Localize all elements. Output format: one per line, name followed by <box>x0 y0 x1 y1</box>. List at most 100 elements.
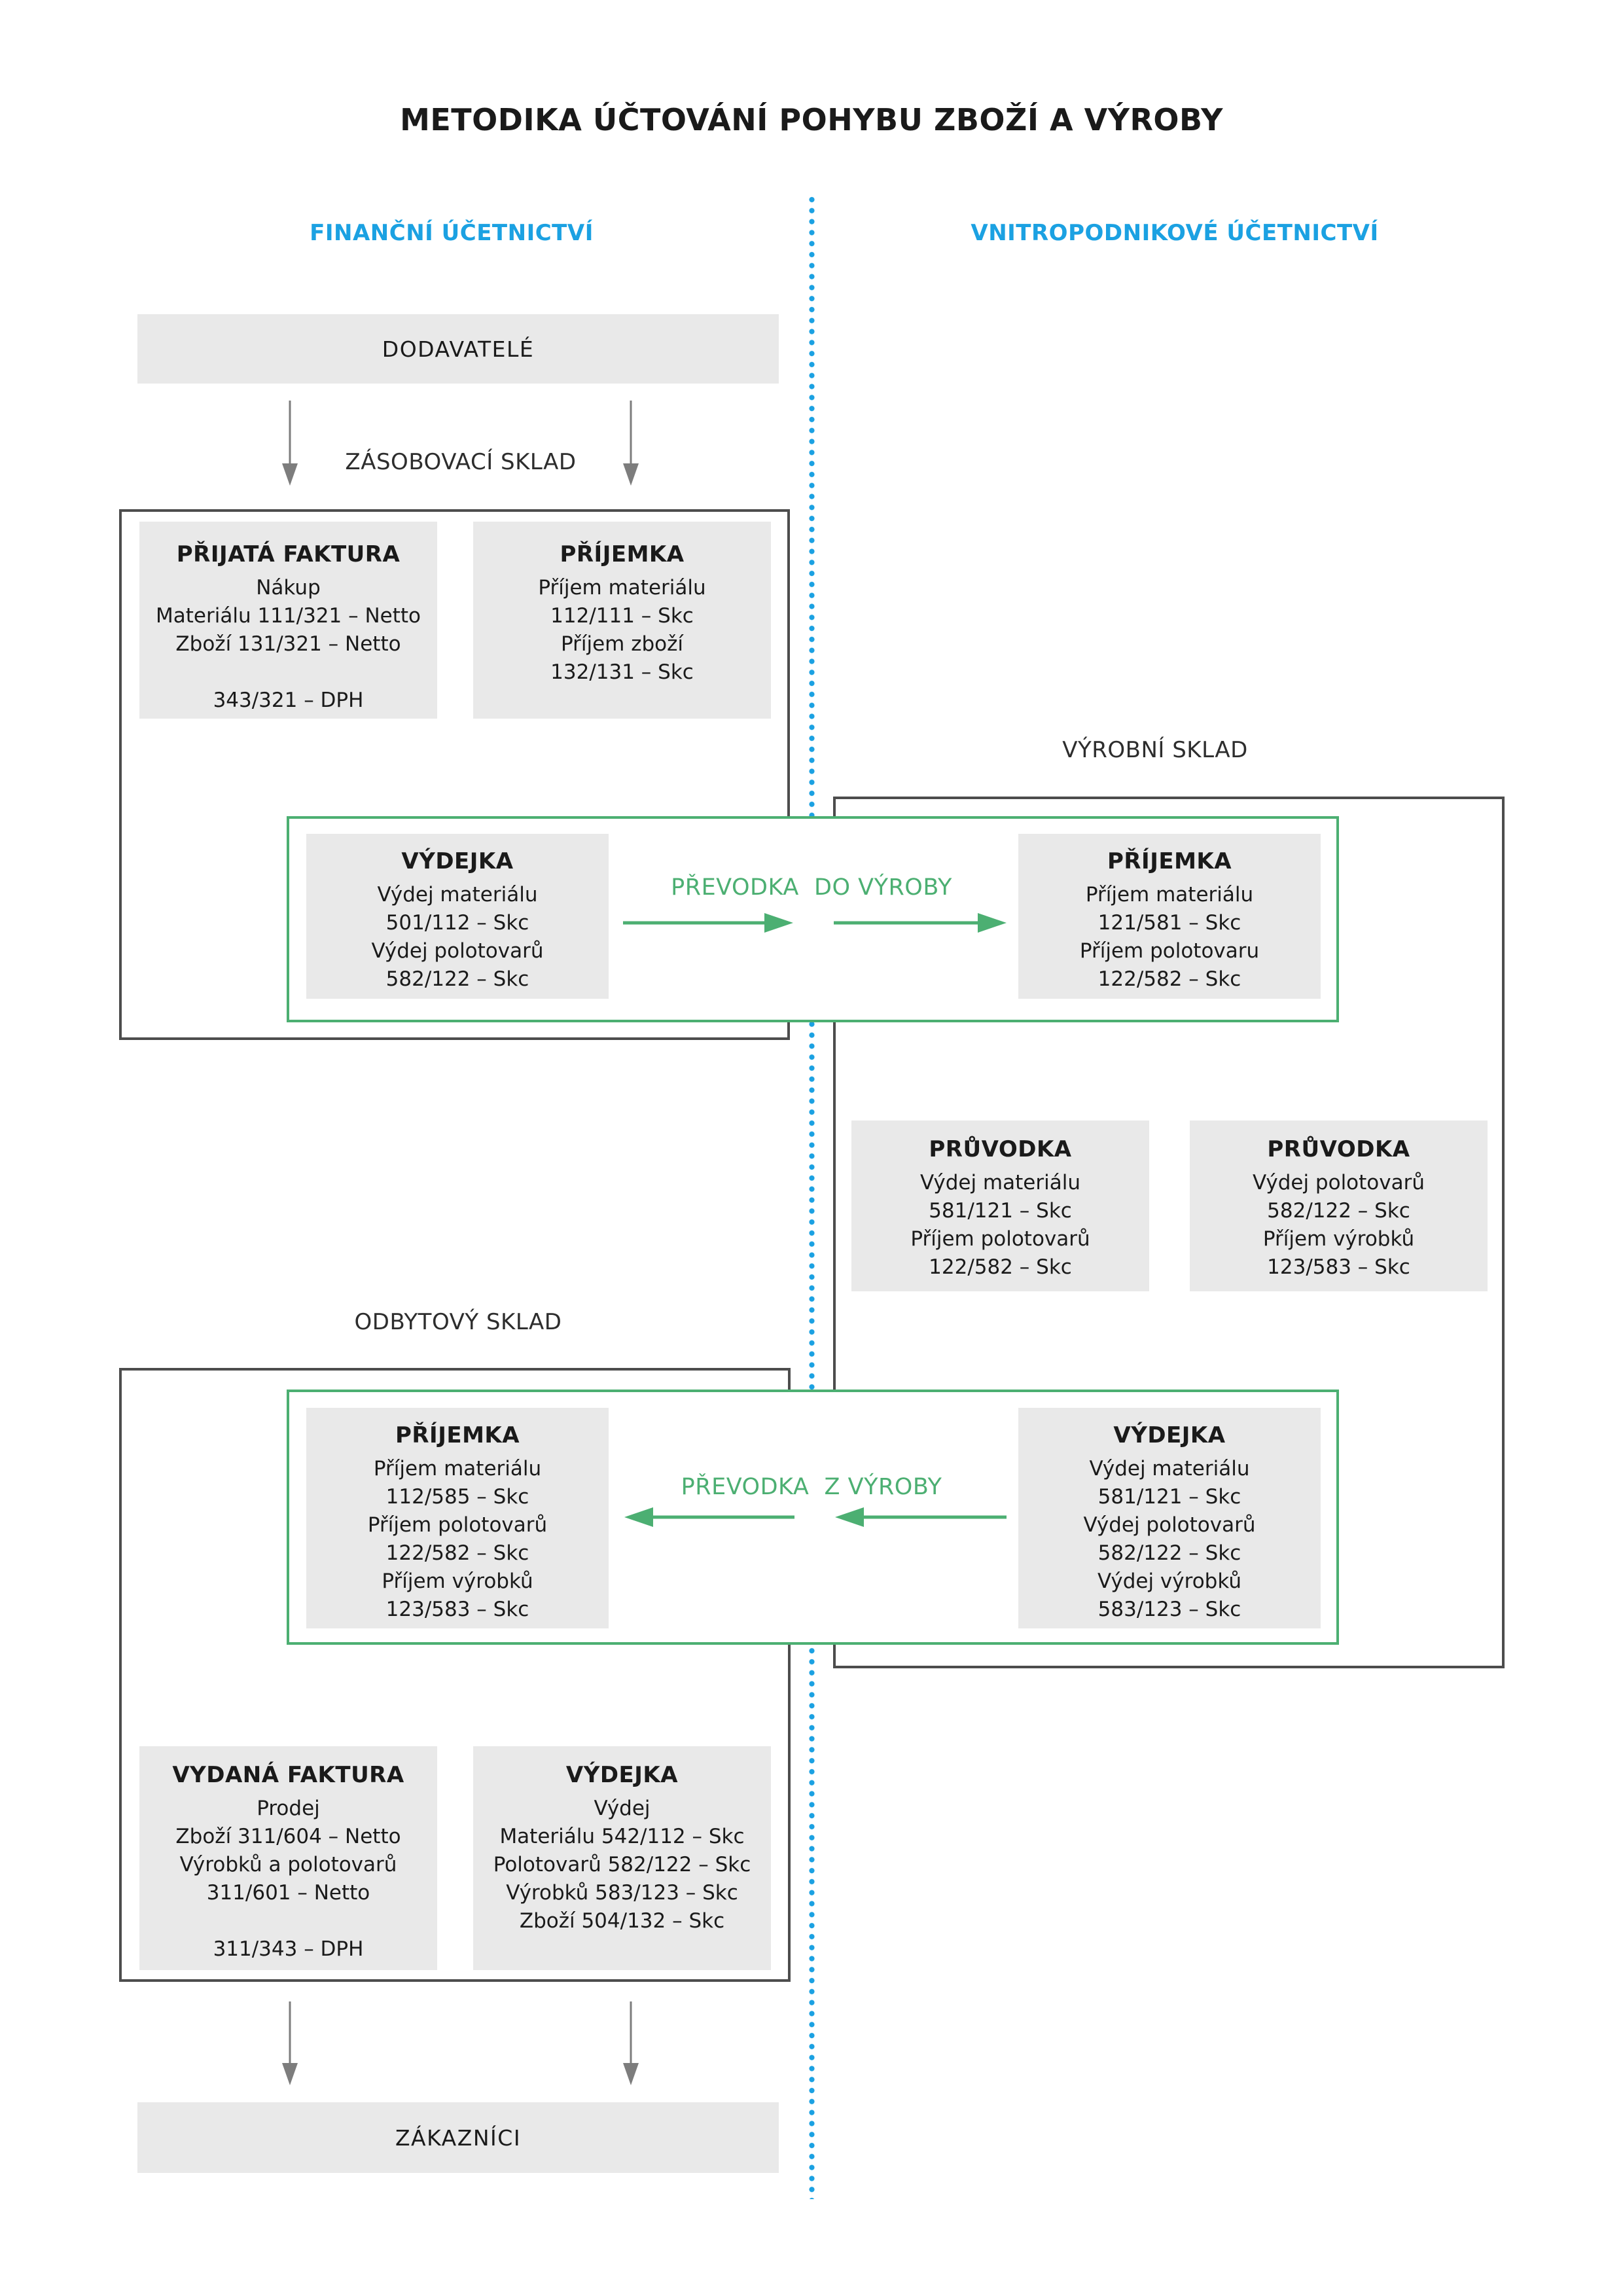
box-line: Příjem výrobků <box>1262 1227 1415 1251</box>
box-line: 581/121 – Skc <box>929 1199 1072 1223</box>
box-line: Výrobků 583/123 – Skc <box>506 1881 738 1905</box>
box-line: Výdej polotovarů <box>371 939 544 963</box>
box-line: 122/582 – Skc <box>1097 967 1241 991</box>
supply-warehouse-frame <box>119 509 790 1040</box>
suppliers-box: DODAVATELÉ <box>137 314 779 384</box>
box-title: PRŮVODKA <box>929 1136 1072 1162</box>
box-title: VÝDEJKA <box>1113 1422 1226 1448</box>
box-line: 112/111 – Skc <box>550 604 694 628</box>
divider-dotted-line <box>809 196 815 2199</box>
box-title: PŘÍJEMKA <box>395 1422 520 1448</box>
sales-warehouse-frame <box>119 1368 791 1982</box>
box-line: Příjem výrobků <box>382 1570 533 1593</box>
box-line: Zboží 311/604 – Netto <box>175 1825 401 1848</box>
box-line: Příjem polotovarů <box>910 1227 1090 1251</box>
box-line: 311/343 – DPH <box>213 1937 364 1961</box>
box-line: Výdej polotovarů <box>1252 1171 1425 1194</box>
box-line: 581/121 – Skc <box>1097 1485 1241 1509</box>
box-title: PŘÍJEMKA <box>560 541 685 567</box>
box-line: Příjem polotovarů <box>367 1513 548 1537</box>
box-line: 583/123 – Skc <box>1097 1598 1241 1621</box>
box-line: Výdej materiálu <box>377 883 538 906</box>
box-line: Výdej výrobků <box>1097 1570 1241 1593</box>
box-line: Výdej materiálu <box>1089 1457 1250 1480</box>
green-arrow-left-icon <box>835 1507 1007 1527</box>
column-header-financial: FINANČNÍ ÚČETNICTVÍ <box>310 220 594 246</box>
box-line: 501/112 – Skc <box>385 911 529 935</box>
down-arrow-icon <box>282 2001 298 2085</box>
box-line: 582/122 – Skc <box>385 967 529 991</box>
green-arrow-right-icon <box>834 913 1007 933</box>
transfer-to-production-label: PŘEVODKA DO VÝROBY <box>671 874 952 901</box>
production-warehouse-frame <box>833 797 1505 1668</box>
box-title: VÝDEJKA <box>565 1762 679 1788</box>
box-line: Polotovarů 582/122 – Skc <box>493 1853 751 1876</box>
box-line: 582/122 – Skc <box>1097 1541 1241 1565</box>
column-header-internal: VNITROPODNIKOVÉ ÚČETNICTVÍ <box>971 220 1379 246</box>
box-line: Prodej <box>257 1797 320 1820</box>
box-line: 123/583 – Skc <box>385 1598 529 1621</box>
box-line: Výdej materiálu <box>920 1171 1080 1194</box>
down-arrow-icon <box>623 2001 639 2085</box>
box-line: Příjem materiálu <box>1085 883 1254 906</box>
box-line: 122/582 – Skc <box>929 1255 1072 1279</box>
box-line <box>139 1907 437 1935</box>
box-line: Materiálu 542/112 – Skc <box>499 1825 745 1848</box>
box-title: PŘÍJEMKA <box>1107 848 1232 874</box>
box-line: Zboží 504/132 – Skc <box>519 1909 725 1933</box>
green-arrow-right-icon <box>623 913 793 933</box>
transfer-from-production-label: PŘEVODKA Z VÝROBY <box>681 1474 942 1500</box>
customers-box: ZÁKAZNÍCI <box>137 2102 779 2173</box>
supply-warehouse-label: ZÁSOBOVACÍ SKLAD <box>345 449 577 475</box>
box-line: Výdej <box>594 1797 651 1820</box>
sales-warehouse-label: ODBYTOVÝ SKLAD <box>354 1309 562 1335</box>
box-line: 582/122 – Skc <box>1267 1199 1410 1223</box>
production-warehouse-label: VÝROBNÍ SKLAD <box>1062 737 1248 763</box>
box-line: Příjem materiálu <box>373 1457 542 1480</box>
box-title: PŘIJATÁ FAKTURA <box>176 541 401 567</box>
page-title: METODIKA ÚČTOVÁNÍ POHYBU ZBOŽÍ A VÝROBY <box>400 102 1223 137</box>
box-line: Materiálu 111/321 – Netto <box>156 604 421 628</box>
box-line: 122/582 – Skc <box>385 1541 529 1565</box>
box-line: 132/131 – Skc <box>550 660 694 684</box>
box-line: Příjem polotovaru <box>1079 939 1260 963</box>
box-line: 343/321 – DPH <box>213 689 364 712</box>
box-line: Výdej polotovarů <box>1083 1513 1256 1537</box>
box-line: Příjem zboží <box>560 632 684 656</box>
green-arrow-left-icon <box>624 1507 794 1527</box>
box-line: Zboží 131/321 – Netto <box>175 632 401 656</box>
box-line: Nákup <box>256 576 321 600</box>
box-title: PRŮVODKA <box>1267 1136 1410 1162</box>
box-line <box>139 658 437 687</box>
box-title: VÝDEJKA <box>401 848 514 874</box>
box-line: 121/581 – Skc <box>1097 911 1241 935</box>
box-line: Výrobků a polotovarů <box>179 1853 397 1876</box>
box-line: 112/585 – Skc <box>385 1485 529 1509</box>
box-line: 311/601 – Netto <box>206 1881 370 1905</box>
box-title: VYDANÁ FAKTURA <box>172 1762 404 1788</box>
down-arrow-icon <box>282 401 298 486</box>
box-line: 123/583 – Skc <box>1267 1255 1410 1279</box>
down-arrow-icon <box>623 401 639 486</box>
box-line: Příjem materiálu <box>538 576 706 600</box>
